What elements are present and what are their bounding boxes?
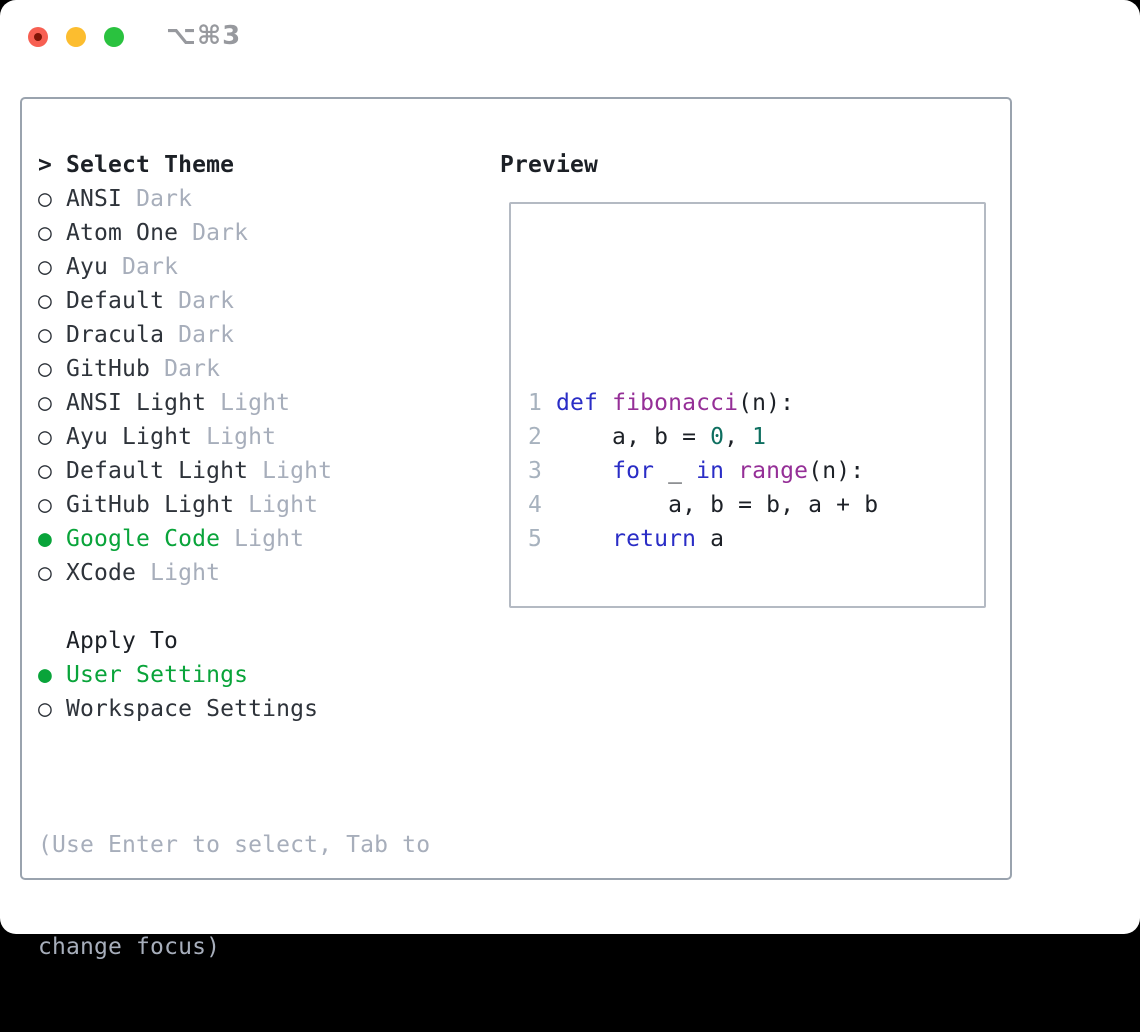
- theme-name: Default: [52, 288, 165, 314]
- theme-option-google-code[interactable]: ● Google Code Light: [38, 522, 332, 556]
- code-line: 4 a, b = b, a + b: [528, 492, 879, 518]
- line-number: 1: [528, 390, 543, 416]
- radio-icon: ○: [38, 492, 53, 518]
- theme-option-ayu[interactable]: ○ Ayu Dark: [38, 250, 332, 284]
- theme-variant: Dark: [164, 288, 235, 314]
- preview-pane: 1 def fibonacci(n): 2 a, b = 0, 1 3 for _ …: [509, 202, 986, 608]
- theme-option-default[interactable]: ○ Default Dark: [38, 284, 332, 318]
- code-preview: 1 def fibonacci(n): 2 a, b = 0, 1 3 for _ …: [528, 386, 984, 556]
- minimize-button[interactable]: [66, 27, 86, 47]
- theme-list-header: > Select Theme: [38, 148, 234, 182]
- radio-icon: ○: [38, 356, 53, 382]
- line-number: 5: [528, 526, 543, 552]
- theme-variant: Light: [248, 458, 333, 484]
- radio-icon: ○: [38, 390, 53, 416]
- help-text-line-2: change focus): [38, 934, 221, 960]
- theme-name: Default Light: [52, 458, 249, 484]
- zoom-button[interactable]: [104, 27, 124, 47]
- line-number: 3: [528, 458, 543, 484]
- theme-name: XCode: [52, 560, 137, 586]
- help-text: (Use Enter to select, Tab to change focu…: [38, 760, 430, 1032]
- radio-icon: ○: [38, 458, 53, 484]
- theme-option-xcode[interactable]: ○ XCode Light: [38, 556, 332, 590]
- traffic-lights: [28, 27, 124, 47]
- theme-name: Ayu Light: [52, 424, 193, 450]
- radio-icon: ○: [38, 288, 53, 314]
- preview-header: Preview: [500, 148, 598, 182]
- line-number: 4: [528, 492, 543, 518]
- theme-list-title: Select Theme: [66, 152, 235, 178]
- apply-option-user-settings[interactable]: ● User Settings: [38, 658, 318, 692]
- theme-variant: Light: [206, 390, 291, 416]
- theme-name: GitHub Light: [52, 492, 235, 518]
- theme-variant: Dark: [150, 356, 221, 382]
- theme-variant: Light: [220, 526, 305, 552]
- radio-icon: ○: [38, 220, 53, 246]
- theme-option-ayu-light[interactable]: ○ Ayu Light Light: [38, 420, 332, 454]
- code-line: 3 for _ in range(n):: [528, 458, 865, 484]
- theme-name: Google Code: [52, 526, 221, 552]
- theme-variant: Dark: [178, 220, 249, 246]
- apply-to-header: Apply To: [38, 624, 178, 658]
- blank-line: [528, 284, 984, 318]
- apply-option-workspace-settings[interactable]: ○ Workspace Settings: [38, 692, 318, 726]
- window-shortcut-label: ⌥⌘3: [166, 21, 242, 51]
- cursor-indicator: >: [38, 152, 53, 178]
- theme-variant: Light: [234, 492, 319, 518]
- preview-title: Preview: [500, 152, 599, 178]
- theme-option-ansi[interactable]: ○ ANSI Dark: [38, 182, 332, 216]
- theme-variant: Dark: [164, 322, 235, 348]
- radio-selected-icon: ●: [38, 662, 53, 688]
- radio-icon: ○: [38, 560, 53, 586]
- radio-icon: ○: [38, 322, 53, 348]
- theme-list: ○ ANSI Dark○ Atom One Dark○ Ayu Dark○ De…: [38, 182, 332, 590]
- app-window: ⌥⌘3 >Select Theme ○ ANSI Dark○ Atom One …: [0, 0, 1140, 960]
- radio-icon: ○: [38, 254, 53, 280]
- code-line: 2 a, b = 0, 1: [528, 424, 767, 450]
- code-line: 1 def fibonacci(n):: [528, 390, 795, 416]
- help-text-line-1: (Use Enter to select, Tab to: [38, 832, 431, 858]
- theme-option-ansi-light[interactable]: ○ ANSI Light Light: [38, 386, 332, 420]
- theme-name: Ayu: [52, 254, 109, 280]
- radio-selected-icon: ●: [38, 526, 53, 552]
- radio-icon: ○: [38, 696, 53, 722]
- apply-option-label: User Settings: [52, 662, 249, 688]
- theme-name: Dracula: [52, 322, 165, 348]
- radio-icon: ○: [38, 424, 53, 450]
- apply-option-label: Workspace Settings: [52, 696, 319, 722]
- theme-name: ANSI Light: [52, 390, 207, 416]
- theme-variant: Light: [136, 560, 221, 586]
- theme-name: GitHub: [52, 356, 151, 382]
- radio-icon: ○: [38, 186, 53, 212]
- main-panel: [20, 97, 1012, 880]
- line-number: 2: [528, 424, 543, 450]
- theme-name: ANSI: [52, 186, 123, 212]
- apply-to-list: ● User Settings○ Workspace Settings: [38, 658, 318, 726]
- theme-option-github[interactable]: ○ GitHub Dark: [38, 352, 332, 386]
- theme-variant: Light: [192, 424, 277, 450]
- theme-variant: Dark: [122, 186, 193, 212]
- apply-to-title: Apply To: [66, 628, 179, 654]
- theme-name: Atom One: [52, 220, 179, 246]
- theme-variant: Dark: [108, 254, 179, 280]
- theme-option-github-light[interactable]: ○ GitHub Light Light: [38, 488, 332, 522]
- theme-option-atom-one[interactable]: ○ Atom One Dark: [38, 216, 332, 250]
- code-line: 5 return a: [528, 526, 725, 552]
- theme-option-dracula[interactable]: ○ Dracula Dark: [38, 318, 332, 352]
- close-button[interactable]: [28, 27, 48, 47]
- titlebar: ⌥⌘3: [0, 0, 1140, 62]
- theme-option-default-light[interactable]: ○ Default Light Light: [38, 454, 332, 488]
